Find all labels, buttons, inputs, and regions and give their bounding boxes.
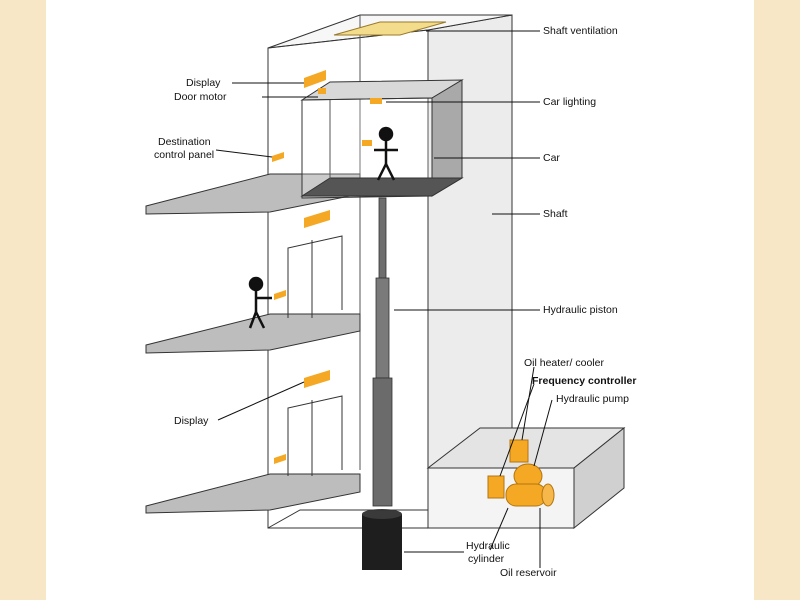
- label-hydraulic-cylinder-line2: cylinder: [468, 553, 505, 565]
- door-frame-bottom: [287, 395, 343, 476]
- hydraulic-piston-rod: [378, 197, 387, 279]
- label-display-bottom: Display: [174, 415, 209, 427]
- label-door-motor: Door motor: [174, 91, 227, 103]
- label-shaft: Shaft: [543, 208, 568, 220]
- label-oil-reservoir: Oil reservoir: [500, 567, 557, 579]
- label-car-lighting: Car lighting: [543, 96, 596, 108]
- car-floor: [300, 177, 464, 197]
- label-oil-heater-cooler: Oil heater/ cooler: [524, 357, 604, 369]
- person-waiting-icon: [248, 276, 272, 329]
- label-hydraulic-piston: Hydraulic piston: [543, 304, 618, 316]
- oil-heater-cooler-unit: [509, 439, 529, 463]
- control-panel-bottom-floor: [274, 454, 286, 464]
- label-hydraulic-cylinder-line1: Hydraulic: [466, 540, 510, 552]
- label-display-top: Display: [186, 77, 221, 89]
- car-control-panel: [362, 140, 372, 146]
- control-panel-middle-floor: [274, 290, 286, 300]
- hydraulic-piston-lower: [372, 377, 393, 507]
- label-shaft-ventilation: Shaft ventilation: [543, 25, 618, 37]
- display-bottom-floor: [304, 370, 330, 388]
- display-middle-floor: [304, 210, 330, 228]
- person-in-car-icon: [374, 126, 398, 181]
- hydraulic-cylinder-top: [362, 509, 402, 519]
- car-lighting-fixture: [370, 98, 382, 104]
- leader-lines: [215, 30, 553, 568]
- diagram-panel: [46, 0, 754, 600]
- label-car: Car: [543, 152, 560, 164]
- floor-middle: [145, 313, 361, 354]
- oil-reservoir-cap: [541, 483, 555, 507]
- hydraulic-cylinder-body: [362, 514, 402, 570]
- hydraulic-piston-upper: [375, 277, 390, 379]
- oil-reservoir-tank: [505, 483, 547, 507]
- shaft-ventilation-vent: [333, 21, 447, 36]
- destination-control-panel: [272, 152, 284, 162]
- door-frame-middle: [287, 235, 343, 318]
- door-motor-unit: [318, 88, 326, 94]
- frequency-controller-unit: [487, 475, 505, 499]
- floor-bottom: [145, 473, 361, 514]
- pit-floor-outline: [267, 509, 428, 529]
- label-frequency-controller: Frequency controller: [532, 375, 636, 387]
- label-hydraulic-pump: Hydraulic pump: [556, 393, 629, 405]
- display-top-floor: [304, 70, 326, 88]
- label-destination-control-panel-line1: Destination: [158, 136, 211, 148]
- label-destination-control-panel-line2: control panel: [154, 149, 214, 161]
